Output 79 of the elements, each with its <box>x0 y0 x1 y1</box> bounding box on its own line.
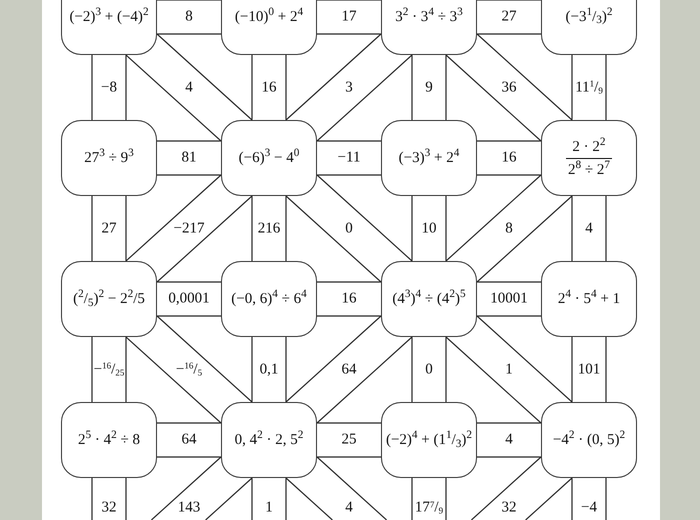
expression-box <box>541 120 637 196</box>
math-expression: (−10)$^{0}$ + 2$^{4}$ <box>234 8 304 26</box>
corridor <box>316 0 382 35</box>
expression-box <box>381 261 477 337</box>
corridor <box>285 456 388 520</box>
math-expression: (−2)$^{4}$ + (1$^{1}$/$_{3}$)$^{2}$ <box>386 431 472 449</box>
math-expression: (−0, 6)$^{4}$ ÷ 6$^{4}$ <box>231 290 307 308</box>
edge-label: −$^{16}$/$_{5}$ <box>176 360 202 378</box>
corridor <box>251 195 287 262</box>
corridor <box>91 54 127 121</box>
corridor <box>150 456 253 520</box>
corridor <box>125 33 253 142</box>
corridor <box>125 315 253 424</box>
math-expression: (−3)$^{3}$ + 2$^{4}$ <box>398 149 460 167</box>
corridor <box>156 0 222 35</box>
edge-label: −$^{16}$/$_{25}$ <box>94 360 124 378</box>
edge-label: 0,0001 <box>168 290 210 308</box>
corridor <box>411 336 447 403</box>
math-expression: 2$^{4}$ · 5$^{4}$ + 1 <box>558 290 620 308</box>
expression-box <box>61 0 157 55</box>
math-expression: 2 · 2$^{2}$ <box>571 138 607 156</box>
expression-box <box>61 402 157 478</box>
expression-box <box>61 261 157 337</box>
corridor <box>445 33 573 142</box>
corridor <box>316 140 382 176</box>
expression-box <box>541 261 637 337</box>
corridor <box>411 195 447 262</box>
expression-box <box>221 402 317 478</box>
corridor <box>251 54 287 121</box>
expression-box <box>381 402 477 478</box>
math-expression: 3$^{2}$ · 3$^{4}$ ÷ 3$^{3}$ <box>395 8 463 26</box>
expression-box <box>381 0 477 55</box>
corridor <box>285 315 413 424</box>
expression-box <box>221 261 317 337</box>
corridor <box>125 174 253 283</box>
math-expression: (−6)$^{3}$ − 4$^{0}$ <box>238 149 300 167</box>
expression-box <box>541 402 637 478</box>
corridor <box>316 422 382 458</box>
corridor <box>476 0 542 35</box>
corridor <box>445 174 573 283</box>
math-expression: 2$^{5}$ · 4$^{2}$ ÷ 8 <box>78 431 140 449</box>
corridor <box>571 336 607 403</box>
corridor <box>156 281 222 317</box>
corridor <box>476 422 542 458</box>
expression-box <box>61 120 157 196</box>
expression-box <box>381 120 477 196</box>
corridor <box>476 140 542 176</box>
corridor <box>411 477 447 520</box>
corridor <box>91 336 127 403</box>
corridor <box>285 33 413 142</box>
math-expression: 0, 4$^{2}$ · 2, 5$^{2}$ <box>234 431 304 449</box>
edge-label: 11$^{1}$/$_{9}$ <box>575 78 603 96</box>
corridor <box>476 281 542 317</box>
corridor <box>571 477 607 520</box>
corridor <box>285 174 413 283</box>
math-expression: (4$^{3}$)$^{4}$ ÷ (4$^{2}$)$^{5}$ <box>392 290 466 308</box>
math-expression: 27$^{3}$ ÷ 9$^{3}$ <box>84 149 134 167</box>
math-expression: (−2)$^{3}$ + (−4)$^{2}$ <box>69 8 149 26</box>
corridor <box>91 477 127 520</box>
corridor <box>445 315 573 424</box>
corridor <box>571 54 607 121</box>
math-expression: ($^{2}$/$_{5}$)$^{2}$ − 2$^{2}$/5 <box>73 290 145 308</box>
math-expression: (−3$^{1}$/$_{3}$)$^{2}$ <box>565 8 612 26</box>
corridor <box>251 477 287 520</box>
expression-box <box>221 120 317 196</box>
corridor <box>156 422 222 458</box>
corridor <box>571 195 607 262</box>
corridor <box>411 54 447 121</box>
math-expression: 2$^{8}$ ÷ 2$^{7}$ <box>567 160 611 178</box>
corridor <box>91 195 127 262</box>
expression-box <box>221 0 317 55</box>
corridor <box>156 140 222 176</box>
edge-label: 0,1 <box>260 360 278 378</box>
expression-box <box>541 0 637 55</box>
corridor <box>470 456 573 520</box>
corridor <box>251 336 287 403</box>
math-expression: −4$^{2}$ · (0, 5)$^{2}$ <box>552 431 626 449</box>
corridor <box>316 281 382 317</box>
edge-label: 17$^{7}$/$_{9}$ <box>414 499 444 517</box>
